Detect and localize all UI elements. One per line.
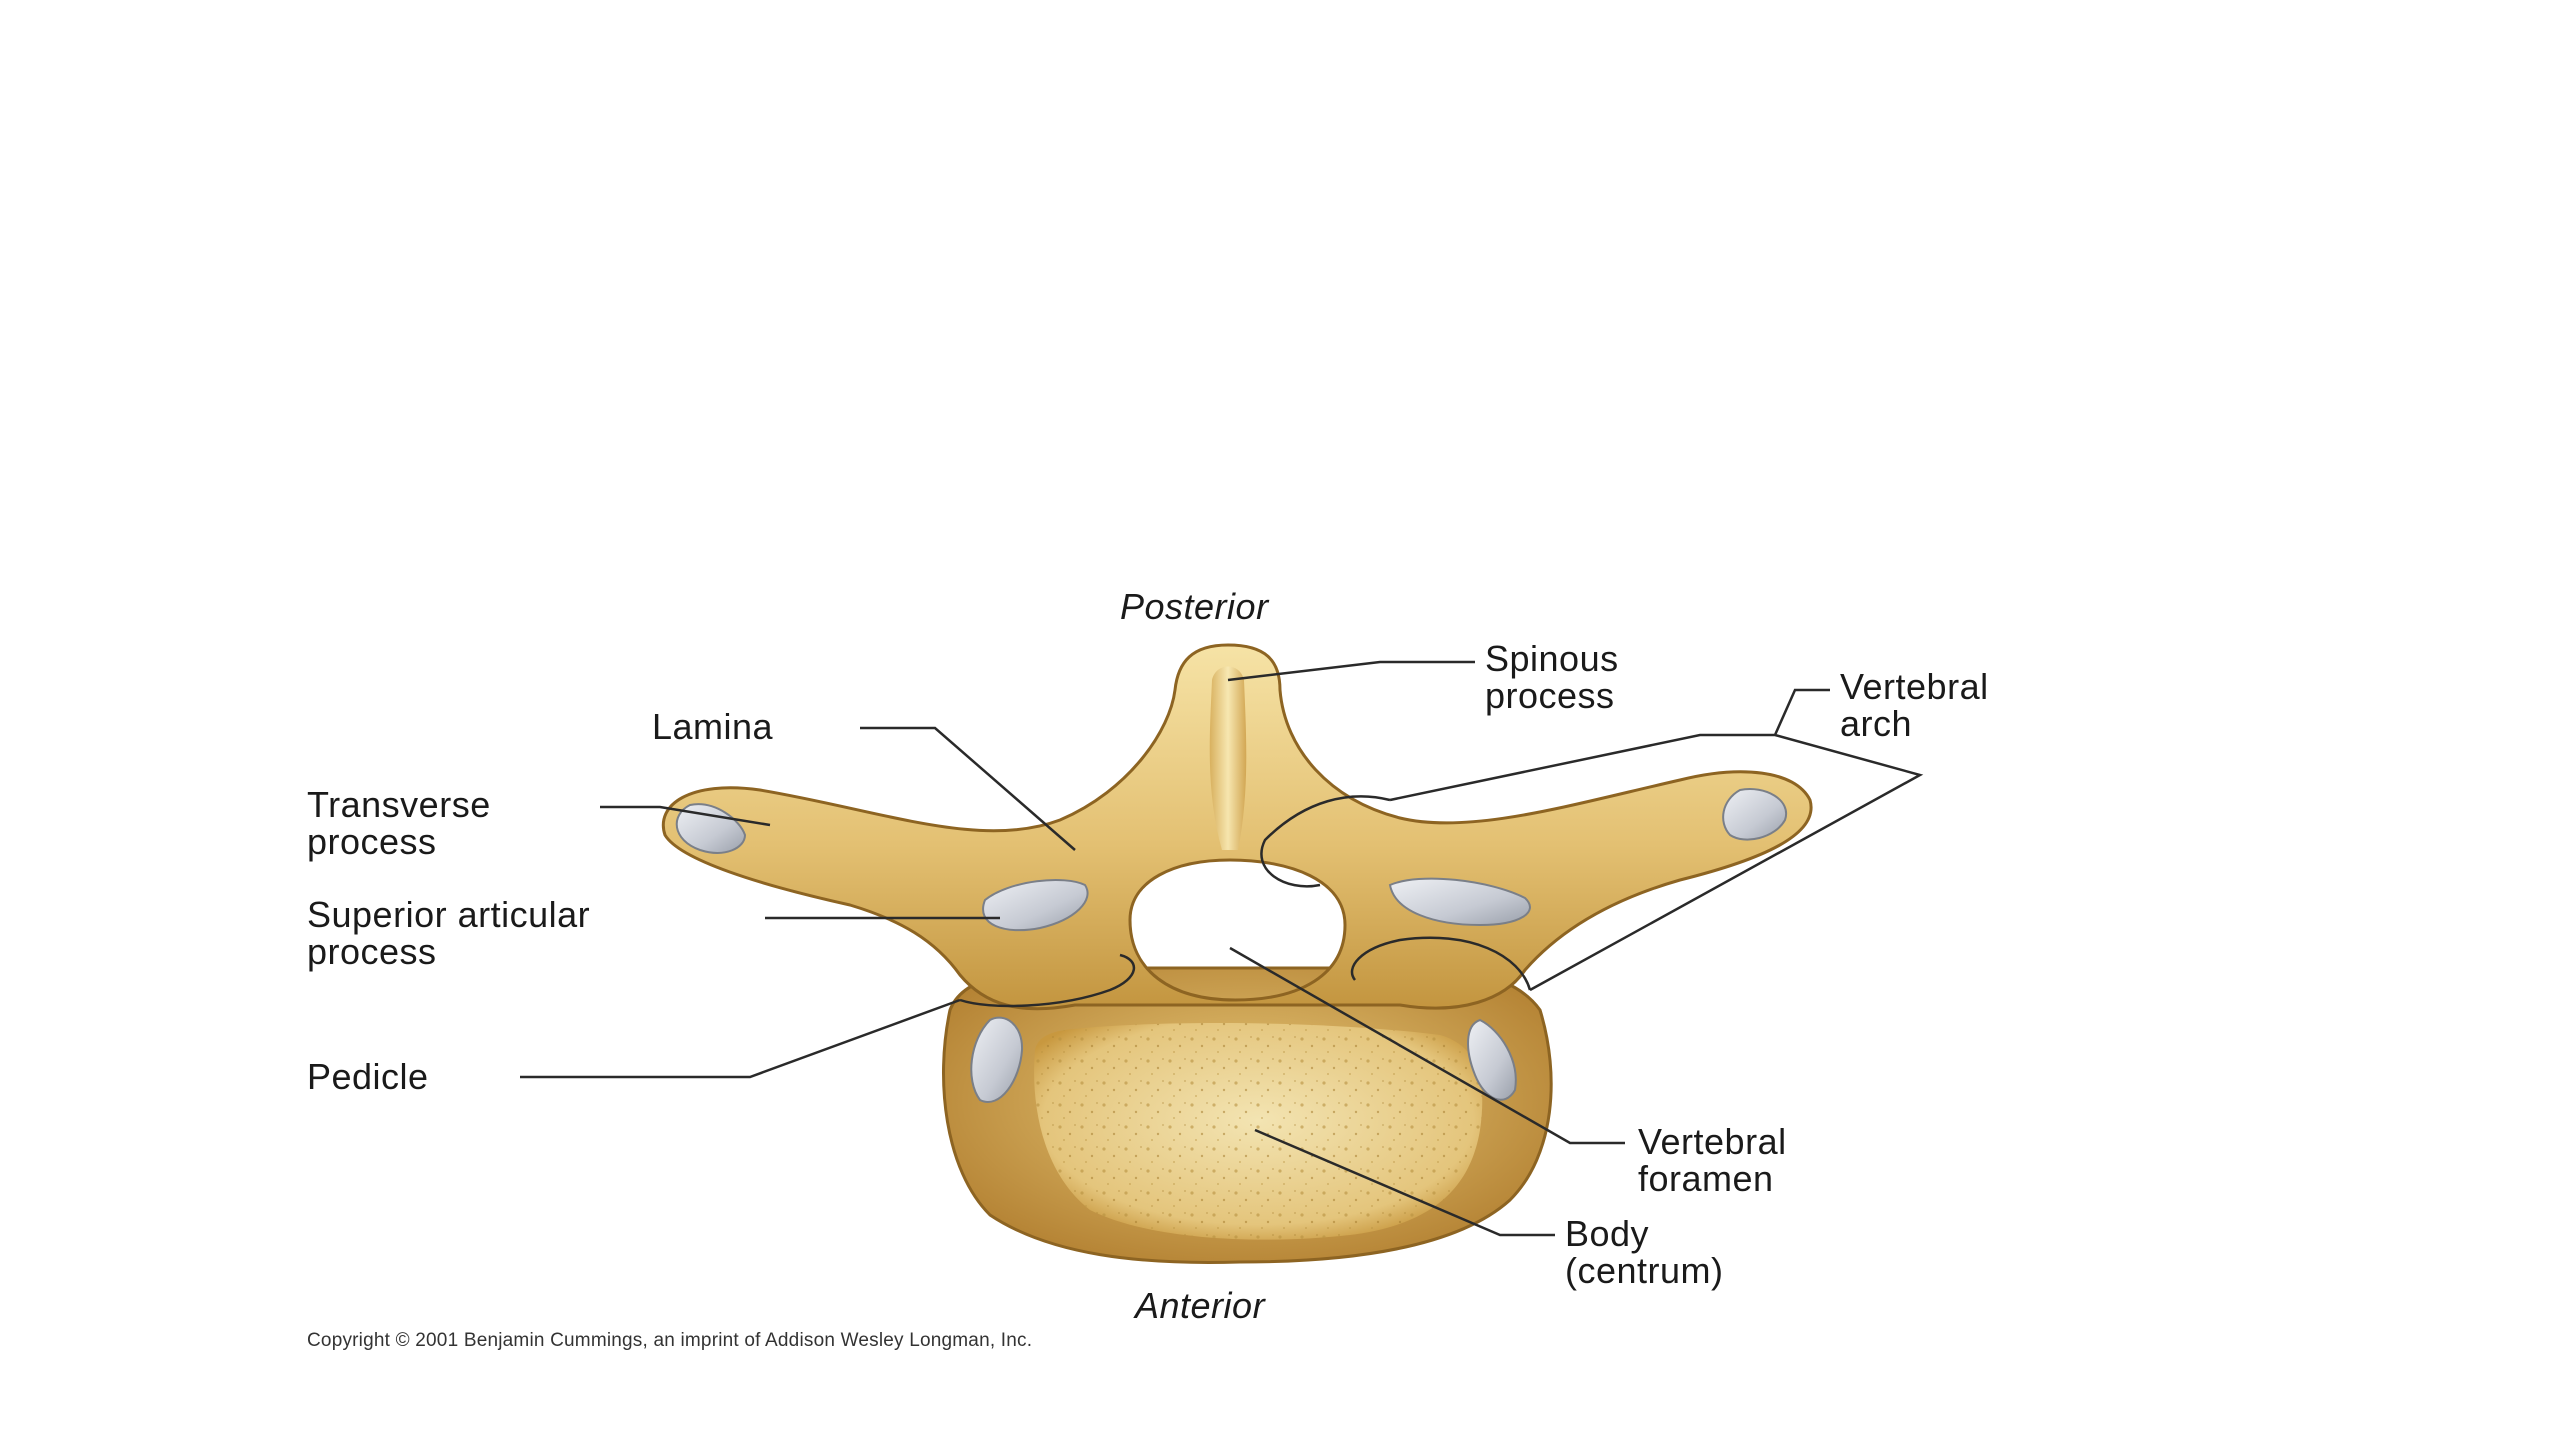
pedicle-label: Pedicle: [307, 1056, 429, 1097]
leader-body: [1254, 1128, 1555, 1237]
left-superior-articular-facet: [982, 879, 1089, 932]
right-costal-facet: [1467, 1018, 1517, 1101]
arch-callout-loops: [959, 795, 1532, 1008]
anterior-label: Anterior: [1135, 1285, 1266, 1326]
leader-pedicle: [520, 998, 961, 1079]
superior-articular-process-label: Superior articular process: [307, 894, 591, 972]
left-costal-facet: [970, 1016, 1024, 1103]
leader-vertebral-arch: [1389, 688, 1924, 992]
lamina-label: Lamina: [652, 706, 774, 747]
left-transverse-facet: [675, 803, 747, 854]
right-superior-articular-facet: [1388, 877, 1531, 927]
copyright-notice: Copyright © 2001 Benjamin Cummings, an i…: [307, 1330, 1033, 1351]
vertebral-arch-label: Vertebral arch: [1840, 666, 1989, 744]
vertebral-foramen-label: Vertebral foramen: [1638, 1121, 1787, 1199]
right-transverse-facet: [1722, 788, 1788, 841]
leader-transverse-process: [600, 805, 771, 827]
body-label: Body (centrum): [1565, 1213, 1724, 1291]
leader-spinous-process: [1227, 660, 1475, 682]
leader-vertebral-foramen: [1229, 946, 1625, 1145]
transverse-process-label: Transverse process: [307, 784, 491, 862]
leader-lamina: [860, 726, 1076, 851]
leader-lines: [520, 660, 1924, 1237]
spinous-process-label: Spinous process: [1485, 638, 1619, 716]
vertebral-arch: [661, 643, 1813, 1011]
posterior-label: Posterior: [1120, 586, 1269, 627]
